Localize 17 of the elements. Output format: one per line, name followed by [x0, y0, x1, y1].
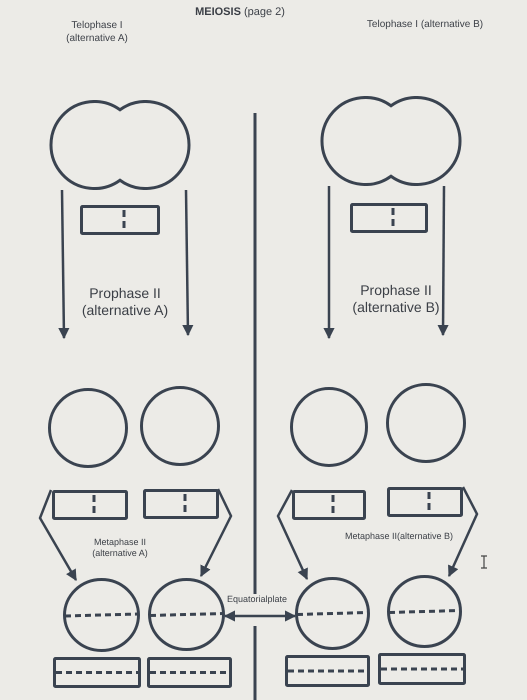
- arrow: [38, 490, 78, 581]
- stage-label: Metaphase II (alternative A): [91, 537, 149, 559]
- arrow: [323, 186, 335, 340]
- stage-label: Telophase I (alternative A): [65, 19, 129, 45]
- stage-label: Metaphase II(alternative B): [344, 531, 454, 542]
- stage-label: Prophase II (alternative A): [80, 285, 170, 319]
- arrow: [448, 486, 478, 578]
- arrow: [437, 186, 449, 336]
- arrow: [276, 489, 308, 580]
- title: MEIOSIS (page 2): [194, 5, 286, 20]
- arrow: [224, 610, 296, 622]
- stage-label: Telophase I (alternative B): [366, 18, 484, 31]
- arrow: [182, 190, 194, 336]
- arrow: [58, 190, 70, 340]
- arrow: [200, 488, 232, 577]
- edge-label: Equatorialplate: [226, 594, 288, 605]
- stage-label: Prophase II (alternative B): [351, 282, 441, 316]
